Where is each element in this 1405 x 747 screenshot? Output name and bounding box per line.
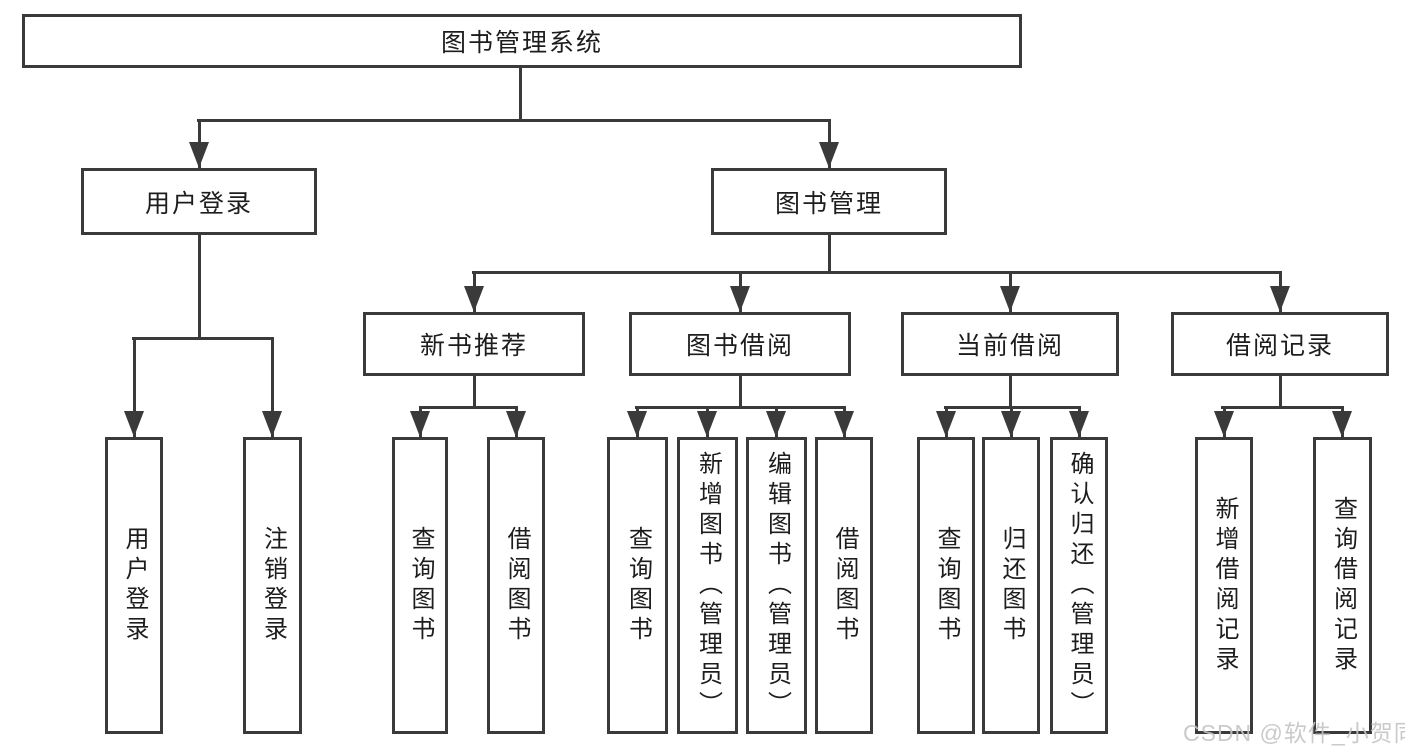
connector-line	[739, 376, 742, 408]
node-query-borrow-record: 查询借阅记录	[1313, 437, 1372, 734]
node-user-login: 用户登录	[81, 168, 317, 235]
arrow-down-icon	[936, 411, 956, 437]
node-borrow-books: 借阅图书	[815, 437, 873, 734]
node-add-books-admin: 新增图书（管理员）	[677, 437, 738, 734]
connector-line	[519, 68, 522, 121]
arrow-down-icon	[1332, 411, 1352, 437]
connector-line	[473, 376, 476, 408]
arrow-down-icon	[262, 411, 282, 437]
node-book-management: 图书管理	[711, 168, 947, 235]
connector-line	[197, 119, 831, 122]
connector-line	[198, 235, 201, 339]
arrow-down-icon	[834, 411, 854, 437]
connector-line	[419, 406, 518, 409]
arrow-down-icon	[1214, 411, 1234, 437]
arrow-down-icon	[766, 411, 786, 437]
node-edit-books-admin: 编辑图书（管理员）	[746, 437, 807, 734]
node-borrowing-records: 借阅记录	[1171, 312, 1389, 376]
connector-line	[1009, 376, 1012, 408]
node-query-books: 查询图书	[607, 437, 668, 734]
node-current-borrowing: 当前借阅	[901, 312, 1119, 376]
connector-line	[472, 271, 1282, 274]
node-borrow-books: 借阅图书	[487, 437, 545, 734]
node-add-borrow-record: 新增借阅记录	[1195, 437, 1253, 734]
arrow-down-icon	[189, 142, 209, 168]
connector-line	[828, 235, 831, 273]
connector-line	[1221, 406, 1344, 409]
node-return-books: 归还图书	[982, 437, 1040, 734]
node-new-book-recommendation: 新书推荐	[363, 312, 585, 376]
node-confirm-return-admin: 确认归还（管理员）	[1050, 437, 1108, 734]
node-logout-action: 注销登录	[243, 437, 302, 734]
arrow-down-icon	[506, 411, 526, 437]
arrow-down-icon	[124, 411, 144, 437]
node-query-books: 查询图书	[917, 437, 975, 734]
arrow-down-icon	[410, 411, 430, 437]
arrow-down-icon	[819, 142, 839, 168]
arrow-down-icon	[697, 411, 717, 437]
connector-line	[132, 337, 274, 340]
arrow-down-icon	[464, 286, 484, 312]
connector-line	[1279, 376, 1282, 408]
node-library-system: 图书管理系统	[22, 14, 1022, 68]
connector-line	[635, 406, 846, 409]
connector-line	[133, 337, 136, 437]
arrow-down-icon	[627, 411, 647, 437]
node-query-books: 查询图书	[392, 437, 448, 734]
arrow-down-icon	[1069, 411, 1089, 437]
arrow-down-icon	[1270, 286, 1290, 312]
arrow-down-icon	[730, 286, 750, 312]
arrow-down-icon	[1000, 286, 1020, 312]
connector-line	[271, 337, 274, 437]
arrow-down-icon	[1001, 411, 1021, 437]
node-book-borrowing: 图书借阅	[629, 312, 851, 376]
node-user-login-action: 用户登录	[105, 437, 163, 734]
watermark: CSDN @软件_小贺同学	[1183, 720, 1405, 746]
